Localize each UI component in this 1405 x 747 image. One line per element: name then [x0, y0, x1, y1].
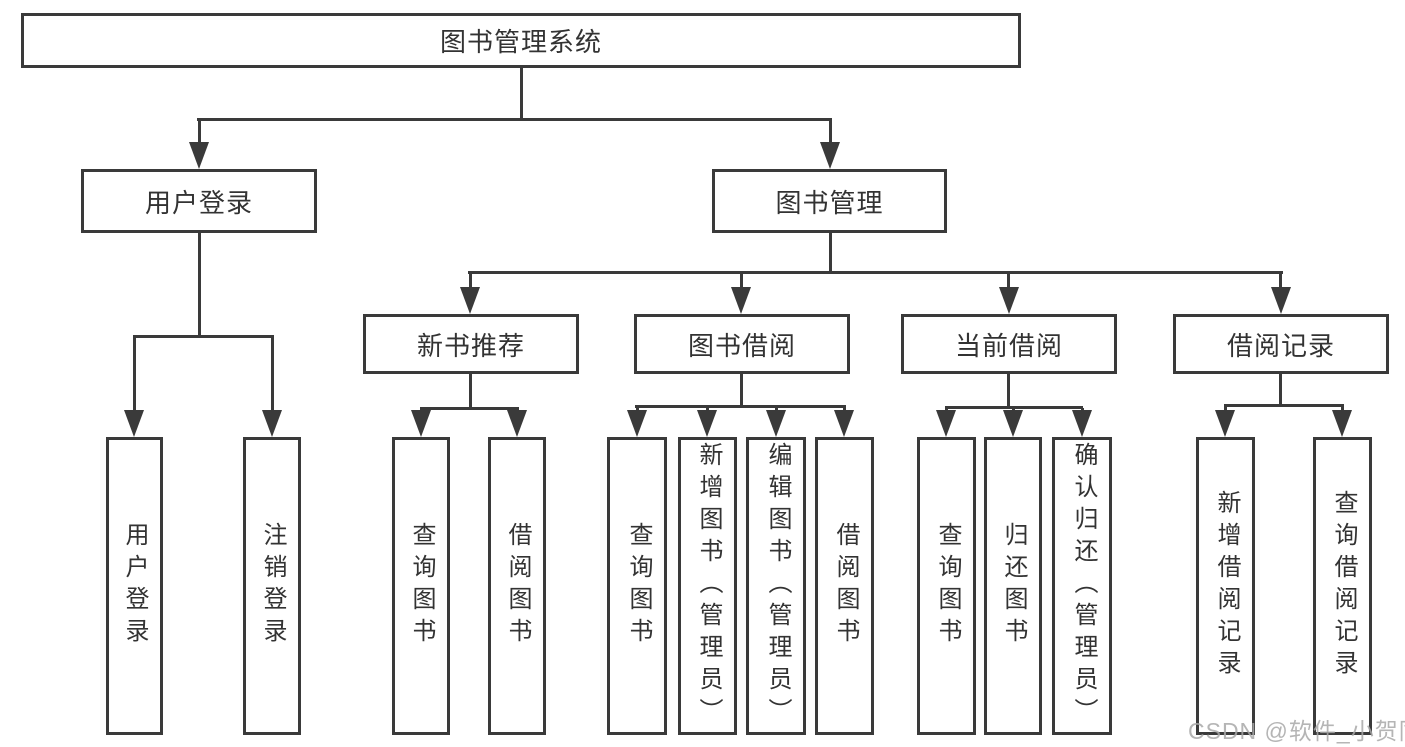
node-library-system: 图书管理系统	[21, 13, 1021, 68]
connector-line	[1279, 273, 1282, 291]
leaf-borrow-books-2: 借阅图书	[815, 437, 874, 735]
connector-line	[843, 407, 846, 412]
connector-line	[520, 66, 523, 121]
connector-line	[1341, 406, 1344, 412]
arrowhead-down-icon	[766, 410, 786, 437]
connector-line	[198, 120, 201, 148]
leaf-add-borrow-record: 新增借阅记录	[1196, 437, 1255, 735]
arrowhead-down-icon	[1271, 287, 1291, 314]
leaf-edit-books-admin: 编辑图书（管理员）	[746, 437, 806, 735]
connector-line	[271, 337, 274, 414]
node-current-borrowing: 当前借阅	[901, 314, 1117, 374]
connector-line	[133, 337, 136, 414]
node-book-borrowing: 图书借阅	[634, 314, 850, 374]
connector-line	[1224, 406, 1227, 412]
leaf-query-books-2: 查询图书	[607, 437, 667, 735]
arrowhead-down-icon	[1072, 410, 1092, 437]
connector-line	[1007, 273, 1010, 291]
connector-line	[468, 271, 1283, 274]
leaf-query-books-3: 查询图书	[917, 437, 976, 735]
connector-line	[706, 407, 709, 412]
arrowhead-down-icon	[460, 287, 480, 314]
connector-line	[635, 405, 846, 408]
arrowhead-down-icon	[1215, 410, 1235, 437]
connector-line	[197, 118, 832, 121]
leaf-query-borrow-record: 查询借阅记录	[1313, 437, 1372, 735]
connector-line	[1224, 404, 1344, 407]
connector-line	[740, 374, 743, 407]
arrowhead-down-icon	[936, 410, 956, 437]
leaf-borrow-books-1: 借阅图书	[488, 437, 546, 735]
arrowhead-down-icon	[731, 287, 751, 314]
connector-line	[740, 273, 743, 291]
connector-line	[945, 406, 1083, 409]
connector-line	[469, 273, 472, 291]
connector-line	[829, 120, 832, 148]
connector-line	[636, 407, 639, 412]
arrowhead-down-icon	[697, 410, 717, 437]
leaf-user-login: 用户登录	[106, 437, 163, 735]
connector-line	[829, 233, 832, 273]
leaf-confirm-return-admin: 确认归还（管理员）	[1052, 437, 1112, 735]
leaf-logout-login: 注销登录	[243, 437, 301, 735]
connector-line	[469, 374, 472, 409]
connector-line	[1007, 374, 1010, 408]
connector-line	[133, 335, 274, 338]
arrowhead-down-icon	[124, 410, 144, 437]
arrowhead-down-icon	[189, 142, 209, 169]
leaf-add-books-admin: 新增图书（管理员）	[678, 437, 737, 735]
leaf-return-books: 归还图书	[984, 437, 1042, 735]
arrowhead-down-icon	[999, 287, 1019, 314]
arrowhead-down-icon	[262, 410, 282, 437]
leaf-query-books-1: 查询图书	[392, 437, 450, 735]
arrowhead-down-icon	[411, 410, 431, 437]
node-new-book-recommend: 新书推荐	[363, 314, 579, 374]
connector-line	[198, 233, 201, 337]
node-borrowing-records: 借阅记录	[1173, 314, 1389, 374]
arrowhead-down-icon	[820, 142, 840, 169]
arrowhead-down-icon	[834, 410, 854, 437]
arrowhead-down-icon	[507, 410, 527, 437]
node-user-login: 用户登录	[81, 169, 317, 233]
csdn-watermark: CSDN @软件_小贺同学	[1188, 718, 1405, 744]
arrowhead-down-icon	[1332, 410, 1352, 437]
connector-line	[1279, 374, 1282, 406]
arrowhead-down-icon	[1003, 410, 1023, 437]
connector-line	[420, 407, 519, 410]
connector-line	[775, 407, 778, 412]
arrowhead-down-icon	[627, 410, 647, 437]
node-book-management: 图书管理	[712, 169, 947, 233]
